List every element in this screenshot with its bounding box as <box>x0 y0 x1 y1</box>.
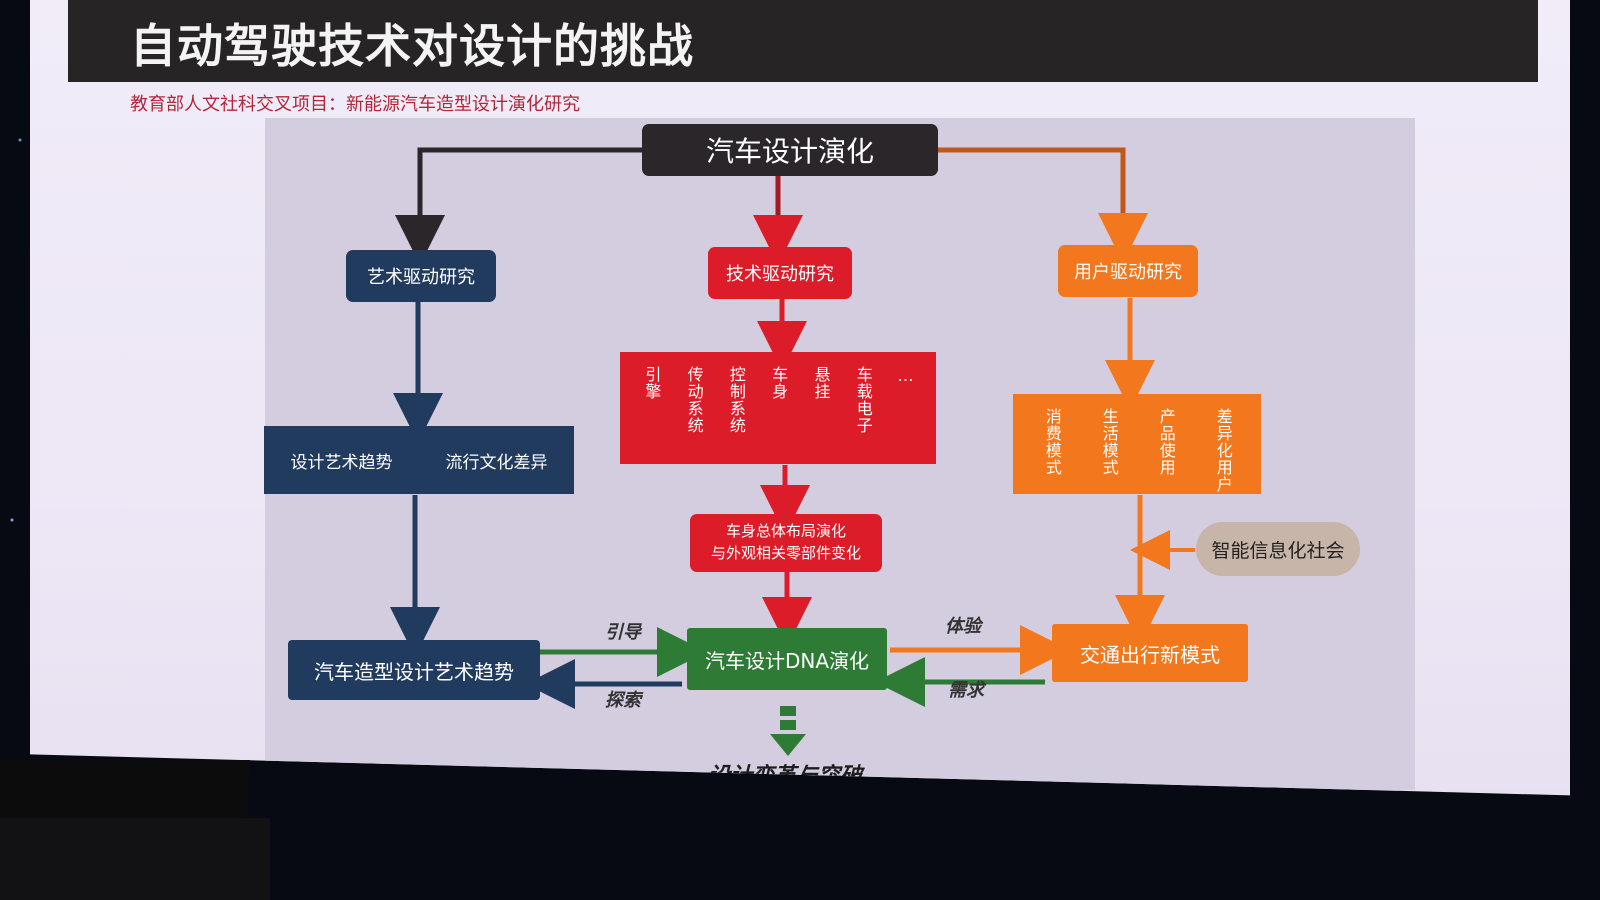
node-user-title: 用户驱动研究 <box>1058 245 1198 297</box>
node-tech-title: 技术驱动研究 <box>708 247 852 299</box>
tech-item-electronics: 车载电子 <box>853 366 873 434</box>
node-tech-middle: 车身总体布局演化 与外观相关零部件变化 <box>690 514 882 572</box>
arrow-root-art <box>395 147 642 265</box>
stage-floor <box>0 818 270 900</box>
edge-label-explore: 探索 <box>605 690 641 711</box>
node-user-result: 交通出行新模式 <box>1052 624 1248 682</box>
edge-label-demand: 需求 <box>948 680 984 701</box>
edge-label-guide: 引导 <box>605 622 641 643</box>
node-art-result: 汽车造型设计艺术趋势 <box>288 640 540 700</box>
user-item-lifestyle: 生活模式 <box>1099 408 1119 476</box>
output-arrow-block-2 <box>780 720 796 730</box>
node-tech-items: 引擎 传动系统 控制系统 车身 悬挂 车载电子 … <box>620 352 936 464</box>
user-item-product-use: 产品使用 <box>1156 408 1176 476</box>
projection-screen: 自动驾驶技术对设计的挑战 教育部人文社科交叉项目：新能源汽车造型设计演化研究 <box>30 0 1570 796</box>
edge-label-experience: 体验 <box>945 616 981 637</box>
tech-item-body: 车身 <box>769 366 789 400</box>
node-art-items: 设计艺术趋势 流行文化差异 <box>264 426 574 494</box>
tech-item-more: … <box>896 366 916 386</box>
tech-item-engine: 引擎 <box>642 366 662 400</box>
tech-middle-line-1: 车身总体布局演化 <box>725 522 846 541</box>
art-item-culture-diff: 流行文化差异 <box>445 452 548 473</box>
output-arrow-block-1 <box>780 706 796 716</box>
user-item-consumption: 消费模式 <box>1042 408 1062 476</box>
tech-item-transmission: 传动系统 <box>684 366 704 434</box>
tech-middle-line-2: 与外观相关零部件变化 <box>710 544 861 562</box>
node-user-side: 智能信息化社会 <box>1196 522 1360 576</box>
slide-title: 自动驾驶技术对设计的挑战 <box>130 19 694 73</box>
slide-subtitle: 教育部人文社科交叉项目：新能源汽车造型设计演化研究 <box>130 94 580 115</box>
user-item-diff-users: 差异化用户 <box>1213 408 1233 493</box>
node-user-items: 消费模式 生活模式 产品使用 差异化用户 <box>1013 394 1261 494</box>
node-art-title: 艺术驱动研究 <box>346 250 496 302</box>
title-bar <box>68 0 1538 82</box>
arrow-root-user <box>935 147 1148 263</box>
art-item-design-trend: 设计艺术趋势 <box>290 452 393 473</box>
node-root: 汽车设计演化 <box>642 124 938 176</box>
tech-item-suspension: 悬挂 <box>811 366 831 400</box>
flow-arrows <box>390 147 1195 756</box>
node-center-dna: 汽车设计DNA演化 <box>687 628 887 690</box>
output-arrow-head <box>770 734 806 756</box>
tech-item-control: 控制系统 <box>726 366 746 434</box>
